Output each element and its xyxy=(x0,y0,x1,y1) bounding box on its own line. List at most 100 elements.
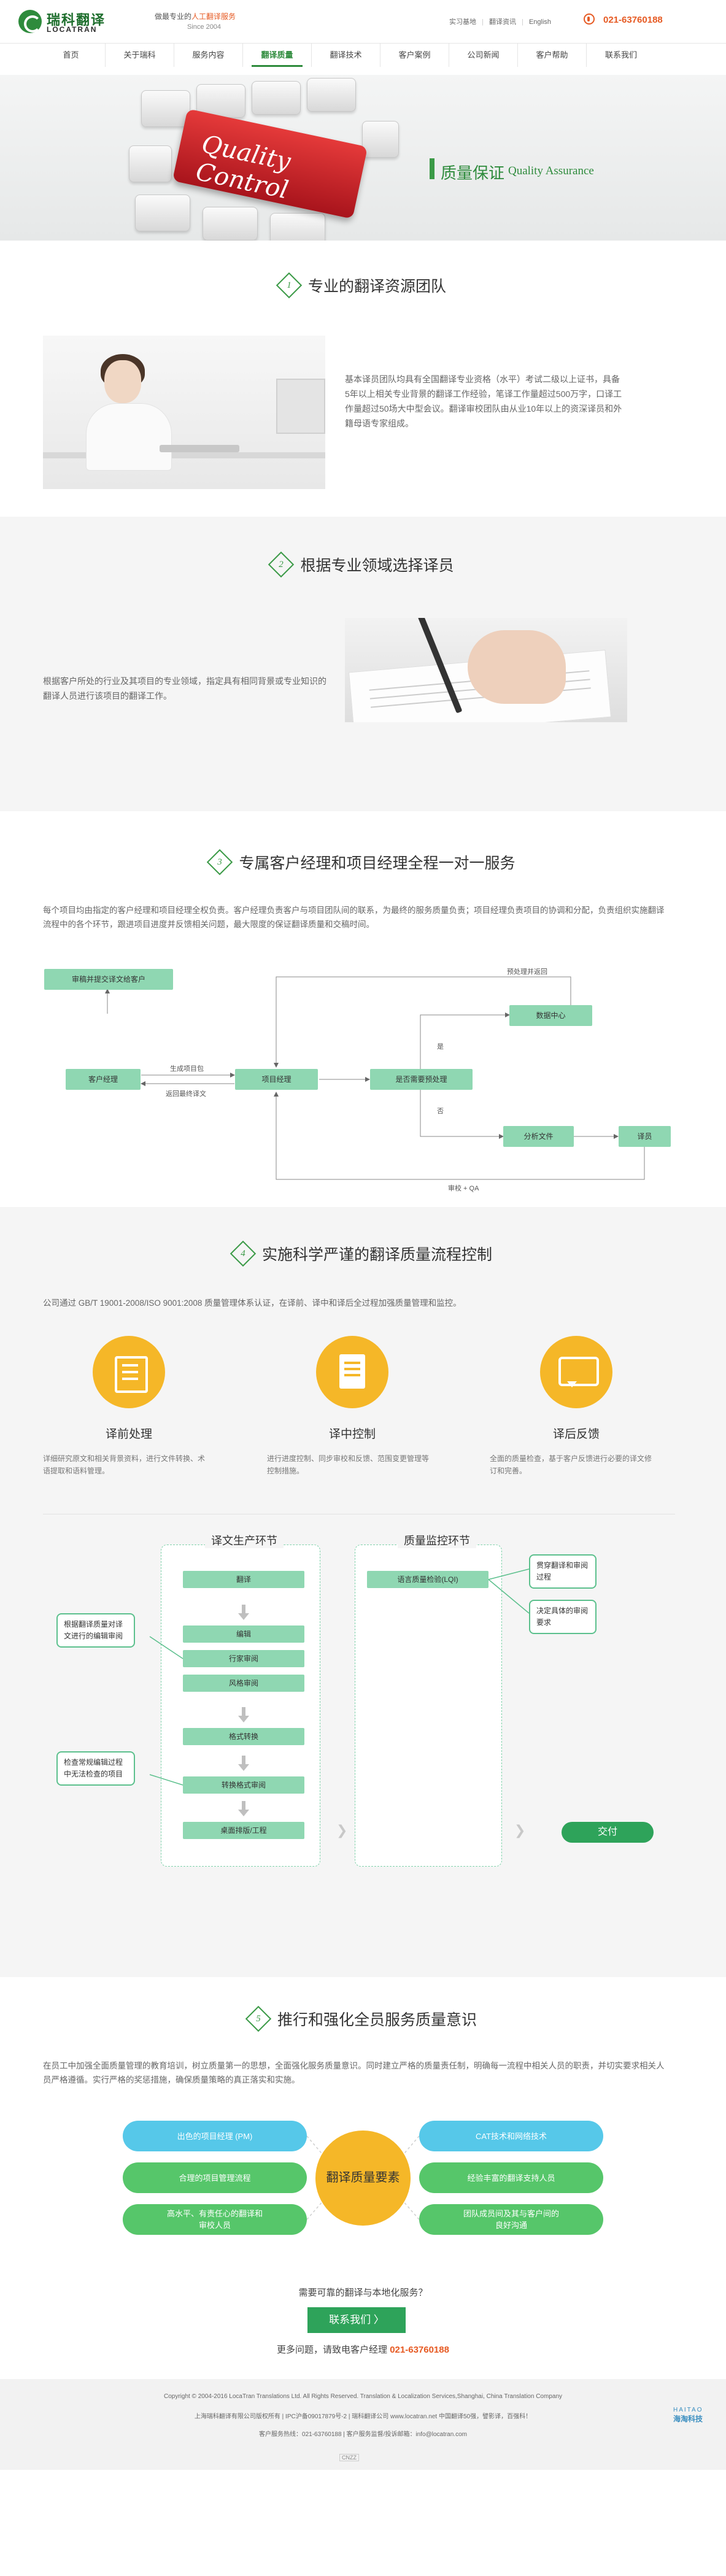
feature-text-pre: 详细研究原文和相关背景资料，进行文件转换、术语提取和语料管理。 xyxy=(43,1454,206,1475)
element-support: 经验丰富的翻译支持人员 xyxy=(419,2162,603,2193)
nav-services[interactable]: 服务内容 xyxy=(174,44,243,67)
flow-label-yes: 是 xyxy=(437,1043,444,1051)
note-requirements: 决定具体的审阅要求 xyxy=(529,1600,597,1634)
nav-help[interactable]: 客户帮助 xyxy=(518,44,587,67)
badge-en: HAITAO xyxy=(673,2407,703,2413)
nav-news[interactable]: 公司新闻 xyxy=(449,44,518,67)
element-connectors xyxy=(306,2135,420,2220)
production-panel xyxy=(161,1544,320,1867)
note-throughout: 贯穿翻译和审阅过程 xyxy=(529,1554,597,1589)
flow-label-no: 否 xyxy=(437,1108,444,1115)
document-icon xyxy=(316,1336,388,1408)
flow-diagram: 审稿并提交译文给客户 客户经理 项目经理 是否需要预处理 数据中心 分析文件 译… xyxy=(0,811,726,1207)
checklist-icon xyxy=(93,1336,165,1408)
number-diamond-icon: 4 xyxy=(230,1241,257,1267)
element-staff: 高水平、有责任心的翻译和审校人员 xyxy=(123,2204,307,2235)
footer-contact: 客户服务热线：021-63760188 | 客户服务监督/投诉邮箱：info@l… xyxy=(259,2431,467,2438)
awareness-text: 在员工中加强全面质量管理的教育培训，树立质量第一的思想，全面强化服务质量意识。同… xyxy=(43,2061,665,2084)
element-cat: CAT技术和网络技术 xyxy=(419,2121,603,2151)
logo[interactable]: 瑞科翻译 LOCATRAN xyxy=(18,9,123,36)
cta-more: 更多问题，请致电客户经理 021-63760188 xyxy=(277,2345,449,2355)
step-translate: 翻译 xyxy=(183,1571,304,1588)
step-dtp: 桌面排版/工程 xyxy=(183,1822,304,1839)
chevron-right-icon: ❯ xyxy=(336,1822,348,1838)
step-lqi: 语言质量检验(LQI) xyxy=(367,1571,489,1588)
banner-title-cn: 质量保证 xyxy=(441,164,505,182)
feature-title-mid: 译中控制 xyxy=(328,1428,376,1441)
arrow-down-icon xyxy=(238,1707,249,1722)
top-header: 瑞科翻译 LOCATRAN 做最专业的人工翻译服务 Since 2004 实习基… xyxy=(0,0,726,43)
logo-mark-icon xyxy=(18,10,42,33)
link-internship[interactable]: 实习基地 xyxy=(449,18,476,26)
nav-quality[interactable]: 翻译质量 xyxy=(243,44,312,67)
flow-label-qa: 审校 + QA xyxy=(448,1185,479,1192)
step-style-review: 风格审阅 xyxy=(183,1675,304,1692)
nav-about[interactable]: 关于瑞科 xyxy=(106,44,174,67)
note-check-items: 检查常规编辑过程中无法检查的项目 xyxy=(56,1751,135,1786)
quality-elements-center: 翻译质量要素 xyxy=(315,2131,411,2226)
flow-analysis-box: 分析文件 xyxy=(503,1126,574,1147)
element-communication: 团队成员间及其与客户间的良好沟通 xyxy=(419,2204,603,2235)
flow-audit-box: 审稿并提交译文给客户 xyxy=(44,969,173,990)
top-links: 实习基地 | 翻译资讯 | English xyxy=(449,18,552,26)
feature-title-post: 译后反馈 xyxy=(552,1428,600,1441)
cta-question: 需要可靠的翻译与本地化服务？ xyxy=(298,2288,428,2298)
arrow-down-icon xyxy=(238,1801,249,1816)
number-diamond-icon: 1 xyxy=(276,272,303,299)
flow-label-pretrans: 预处理并返回 xyxy=(507,968,547,976)
manager-text: 每个项目均由指定的客户经理和项目经理全权负责。客户经理负责客户与项目团队间的联系… xyxy=(43,906,665,929)
step-edit: 编辑 xyxy=(183,1625,304,1643)
flow-label-gen-package: 生成项目包 xyxy=(170,1065,204,1073)
flow-project-manager-box: 项目经理 xyxy=(235,1069,318,1090)
feature-text-mid: 进行进度控制、同步审校和反馈、范围变更管理等控制措施。 xyxy=(267,1454,430,1475)
main-nav: 首页 关于瑞科 服务内容 翻译质量 翻译技术 客户案例 公司新闻 客户帮助 联系… xyxy=(0,43,726,75)
writing-photo xyxy=(345,618,627,722)
selection-text: 根据客户所处的行业及其项目的专业领域，指定具有相同背景或专业知识的翻译人员进行该… xyxy=(43,676,326,701)
header-phone: 021-63760188 xyxy=(603,15,663,25)
footer-copyright: Copyright © 2004-2016 LocaTran Translati… xyxy=(163,2393,563,2400)
slogan: 做最专业的人工翻译服务 xyxy=(155,12,236,21)
arrow-down-icon xyxy=(238,1756,249,1771)
haitao-badge[interactable]: HAITAO 海淘科技 xyxy=(673,2407,717,2428)
feedback-icon xyxy=(540,1336,612,1408)
cnzz-badge[interactable]: CNZZ xyxy=(339,2454,359,2461)
arrow-down-icon xyxy=(238,1605,249,1620)
flow-data-center-box: 数据中心 xyxy=(509,1005,592,1026)
office-photo xyxy=(43,336,325,489)
element-pm: 出色的项目经理 (PM) xyxy=(123,2121,307,2151)
badge-cn: 海淘科技 xyxy=(673,2415,703,2423)
step-format-convert: 格式转换 xyxy=(183,1728,304,1745)
element-process: 合理的项目管理流程 xyxy=(123,2162,307,2193)
flow-lines xyxy=(105,976,645,1180)
feature-title-pre: 译前处理 xyxy=(105,1428,152,1441)
note-edit-review: 根据翻译质量对译文进行的编辑审阅 xyxy=(56,1613,135,1648)
link-english[interactable]: English xyxy=(528,18,552,26)
logo-text-en: LOCATRAN xyxy=(47,25,98,34)
flow-translator-box: 译员 xyxy=(619,1126,671,1147)
banner: Quality Control 质量保证 Quality Assurance xyxy=(0,75,726,241)
quality-control-key: Quality Control xyxy=(172,109,368,219)
monitor-panel-title: 质量监控环节 xyxy=(398,1532,476,1548)
contact-us-button[interactable]: 联系我们 〉 xyxy=(307,2307,406,2333)
nav-contact[interactable]: 联系我们 xyxy=(604,50,637,60)
footer: Copyright © 2004-2016 LocaTran Translati… xyxy=(0,2379,726,2470)
deliver-button: 交付 xyxy=(562,1822,654,1843)
nav-home[interactable]: 首页 xyxy=(37,44,106,67)
production-panel-title: 译文生产环节 xyxy=(205,1532,284,1548)
team-text: 基本译员团队均具有全国翻译专业资格（水平）考试二级以上证书，具备5年以上相关专业… xyxy=(345,374,622,428)
link-news[interactable]: 翻译资讯 xyxy=(489,18,516,26)
nav-cases[interactable]: 客户案例 xyxy=(380,44,449,67)
feature-text-post: 全面的质量检查，基于客户反馈进行必要的译文修订和完善。 xyxy=(490,1454,652,1475)
nav-technology[interactable]: 翻译技术 xyxy=(312,44,380,67)
banner-title-en: Quality Assurance xyxy=(508,164,594,177)
footer-company: 上海瑞科翻译有限公司版权所有 | IPC沪备09017879号-2 | 瑞科翻译… xyxy=(194,2413,532,2420)
monitor-panel xyxy=(355,1544,502,1867)
